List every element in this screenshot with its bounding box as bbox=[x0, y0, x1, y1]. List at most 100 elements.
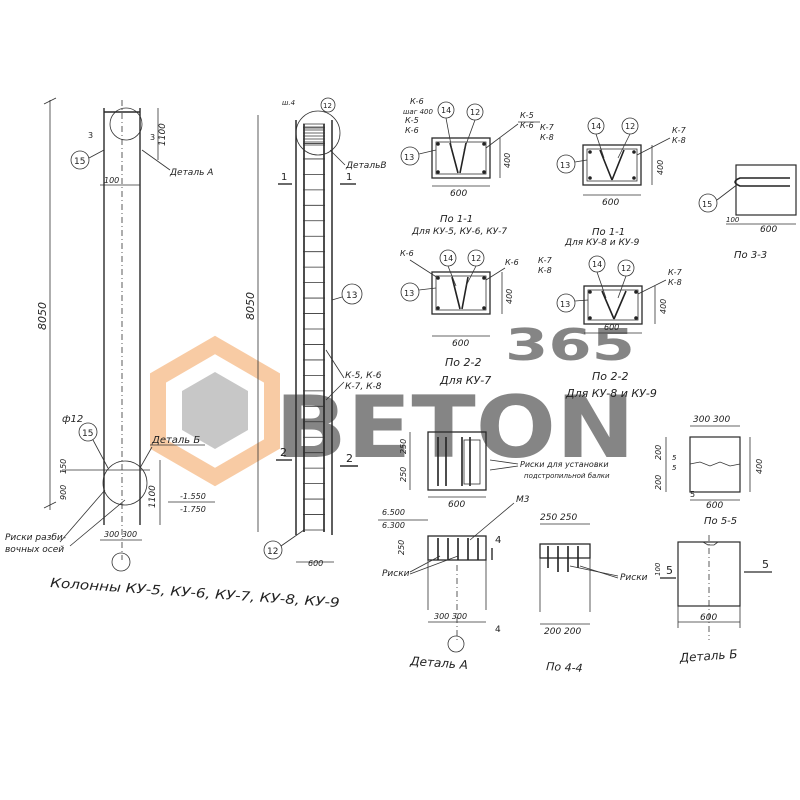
s44-top: 250 250 bbox=[540, 513, 577, 523]
s11a-caption1: По 1-1 bbox=[440, 214, 473, 225]
s11b-right1: К-7 bbox=[672, 126, 687, 135]
s22b-left1: К-7 bbox=[538, 256, 553, 265]
column-reinforcement: 8050 600 ш.4 12 ДетальВ 13 К-5, К-6 К-7,… bbox=[244, 97, 387, 568]
s11b-right2: К-8 bbox=[672, 136, 686, 145]
watermark-logo-hexagon bbox=[150, 335, 280, 487]
col2-frame-label-1: К-5, К-6 bbox=[345, 371, 382, 381]
detailA-risks: Риски bbox=[382, 569, 410, 579]
s22b-right2: К-8 bbox=[668, 278, 682, 287]
s11b-caption1: По 1-1 bbox=[592, 227, 625, 238]
detailA-sect4-top: 4 bbox=[495, 535, 501, 546]
col2-height-dim: 8050 bbox=[244, 292, 257, 320]
s11b-left1: К-7 bbox=[540, 123, 555, 132]
s33-c15: 15 bbox=[702, 200, 712, 209]
col1-note-line1: Риски разби- bbox=[5, 533, 66, 543]
s55-caption: По 5-5 bbox=[704, 516, 737, 527]
detailA-elev-bot: 6.300 bbox=[382, 521, 405, 530]
s22b-right1: К-7 bbox=[668, 268, 683, 277]
detailA-elev-top: 6.500 bbox=[382, 508, 405, 517]
s11a-c13: 13 bbox=[404, 153, 414, 162]
s11a-right1: К-5 bbox=[520, 111, 534, 120]
s11b-c12: 12 bbox=[625, 122, 635, 131]
col2-frame-label-2: К-7, К-8 bbox=[345, 382, 382, 392]
s22a-caption1: По 2-2 bbox=[445, 356, 481, 369]
s44-bot: 200 200 bbox=[544, 627, 581, 637]
s22b-c14: 14 bbox=[592, 260, 602, 269]
col1-rebar-mark: ф12 bbox=[62, 414, 83, 425]
detailA-dim250v: 250 bbox=[397, 540, 406, 555]
s22b-c12: 12 bbox=[621, 264, 631, 273]
callout-12-top-label: 12 bbox=[323, 102, 332, 110]
callout-12-top bbox=[320, 97, 336, 113]
s11b-height: 400 bbox=[656, 160, 665, 175]
s55-left1: 200 bbox=[654, 445, 663, 460]
drawing-title: Колонны КУ-5, КУ-6, КУ-7, КУ-8, КУ-9 bbox=[50, 576, 340, 611]
s11a-height: 400 bbox=[503, 153, 512, 168]
s11a-c12: 12 bbox=[470, 108, 480, 117]
s55-right: 400 bbox=[755, 459, 764, 474]
detailA-caption: Деталь А bbox=[409, 654, 469, 672]
s11a-caption2: Для КУ-5, КУ-6, КУ-7 bbox=[411, 227, 507, 237]
detailA-axis-circle bbox=[447, 635, 465, 653]
col2-width-dim: 600 bbox=[308, 559, 323, 568]
col2-detail-label: ДетальВ bbox=[345, 161, 387, 171]
col1-dim-100: 100 bbox=[104, 176, 119, 185]
col1-detail-b-label: Деталь Б bbox=[151, 435, 200, 446]
watermark: BETON 365 bbox=[150, 320, 635, 487]
s33-w2: 100 bbox=[726, 216, 740, 224]
col2-top-note: ш.4 bbox=[282, 99, 295, 107]
col1-section-mark-left: 3 bbox=[88, 131, 93, 140]
col2-section-2-right: 2 bbox=[346, 452, 353, 465]
s33-w: 600 bbox=[760, 225, 777, 235]
detail-a: 250 250 600 Риски для установки подстроп… bbox=[399, 431, 610, 541]
detailA-dim250b: 250 bbox=[399, 467, 408, 482]
s22b-caption1: По 2-2 bbox=[592, 370, 628, 383]
s55-mark: 5 bbox=[690, 490, 695, 499]
s22a-c12: 12 bbox=[471, 254, 481, 263]
column-elevation-1: 8050 1100 1100 900 150 100 300 300 -1.55… bbox=[5, 97, 215, 572]
s22b-left2: К-8 bbox=[538, 266, 552, 275]
col1-dim-900: 900 bbox=[59, 485, 68, 500]
callout-15-top-label: 15 bbox=[74, 157, 85, 167]
col1-dim-top: 1100 bbox=[158, 123, 168, 146]
section-3-3: 15 100 600 По 3-3 bbox=[698, 164, 797, 261]
section-1-1-b: К-7 К-8 К-7 К-8 14 12 13 600 400 По 1-1 … bbox=[540, 117, 687, 248]
s22b-c13: 13 bbox=[560, 300, 570, 309]
section-1-1-a: К-6 шаг 400 К-5 К-6 К-5 К-6 14 12 13 600… bbox=[400, 97, 540, 237]
s11b-caption2: Для КУ-8 и КУ-9 bbox=[564, 238, 640, 248]
s44-risks: Риски bbox=[620, 573, 648, 583]
callout-13-label: 13 bbox=[346, 291, 357, 301]
col1-section-mark-right: 3 bbox=[150, 133, 155, 142]
s11b-c14: 14 bbox=[591, 122, 601, 131]
s22b-width: 600 bbox=[604, 323, 619, 332]
col1-dim-base: 300 300 bbox=[104, 530, 137, 539]
s55-width: 600 bbox=[706, 501, 723, 511]
col1-dim-bot: 1100 bbox=[148, 485, 158, 508]
section-2-2-a: К-6 К-6 14 12 13 600 400 По 2-2 Для КУ-7 bbox=[400, 249, 519, 387]
detailA-note-m3: М3 bbox=[516, 495, 530, 505]
callout-13 bbox=[341, 283, 363, 305]
detailA-sect4-bot: 4 bbox=[495, 625, 501, 635]
s22b-caption2: Для КУ-8 и КУ-9 bbox=[565, 387, 657, 400]
watermark-logo-inner bbox=[182, 372, 248, 449]
detailB-dim100: 100 bbox=[654, 562, 662, 576]
col1-elev-bot: -1.750 bbox=[180, 505, 206, 514]
s55-mid2: 5 bbox=[672, 464, 677, 472]
detailB-width: 600 bbox=[700, 613, 717, 623]
detailB-sec-right: 5 bbox=[762, 558, 769, 571]
callout-15-bot-label: 15 bbox=[82, 429, 93, 439]
col2-section-1-left: 1 bbox=[281, 172, 287, 183]
s22a-caption2: Для КУ-7 bbox=[439, 374, 491, 387]
detail-a-section: 6.500 6.300 250 Риски 300 300 4 4 Деталь… bbox=[378, 508, 501, 672]
s22a-right: К-6 bbox=[505, 258, 519, 267]
callout-12-bot bbox=[263, 540, 283, 560]
col1-elev-top: -1.550 bbox=[180, 492, 206, 501]
col2-section-2-left: 2 bbox=[280, 446, 287, 459]
s55-left2: 200 bbox=[654, 475, 663, 490]
callout-12-bot-label: 12 bbox=[267, 547, 278, 557]
axis-circle bbox=[111, 552, 131, 572]
s22b-height: 400 bbox=[659, 299, 668, 314]
detailA-dim250a: 250 bbox=[399, 439, 408, 454]
s11b-c13: 13 bbox=[560, 161, 570, 170]
watermark-brand: BETON bbox=[275, 378, 635, 478]
